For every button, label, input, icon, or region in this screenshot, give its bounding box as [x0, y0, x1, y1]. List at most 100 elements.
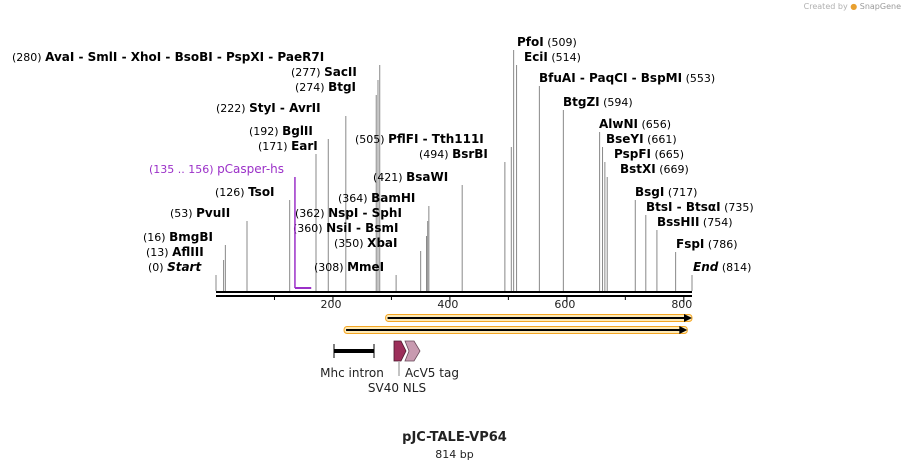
enzyme-bglii: BglII [282, 124, 313, 138]
site-bglii-label: (192) BglII [249, 124, 313, 138]
enzyme-xbai: XbaI [367, 236, 397, 250]
site-eari-label: (171) EarI [258, 139, 318, 153]
site-nspi-label: (362) NspI - SphI [295, 206, 402, 220]
enzyme-bfuai: BfuAI [539, 71, 576, 85]
site-alwni-label: AlwNI (656) [599, 117, 671, 131]
enzyme-tth111i: - Tth111I [418, 132, 483, 146]
site-xbai-position: (350) [334, 237, 367, 250]
enzyme-smli: - SmlI [74, 50, 117, 64]
enzyme-paqci: - PaqCI [576, 71, 628, 85]
site-bseyi-label: BseYI (661) [606, 132, 677, 146]
enzyme-tsoi: TsoI [248, 185, 274, 199]
site-bmgbi-label: (16) BmgBI [143, 230, 213, 244]
site-bstxi-position: (669) [656, 163, 689, 176]
enzyme-bsobi: - BsoBI [161, 50, 212, 64]
enzyme-xhoi: - XhoI [117, 50, 161, 64]
site-bstxi-label: BstXI (669) [620, 162, 689, 176]
enzyme-styi: StyI [249, 101, 276, 115]
site-sacii-position: (277) [291, 66, 324, 79]
enzyme-bamhi: BamHI [371, 191, 415, 205]
site-bseyi-position: (661) [644, 133, 677, 146]
enzyme-bspmi: - BspMI [627, 71, 682, 85]
tick-label: 600 [554, 298, 575, 311]
tick-label: 400 [437, 298, 458, 311]
enzyme-fspi: FspI [676, 237, 704, 251]
site-bsawi-position: (421) [373, 171, 406, 184]
enzyme-bts-i: - BtsαI [673, 200, 721, 214]
site-btgi-position: (274) [295, 81, 328, 94]
feature-acv5-tag-arrow [404, 340, 421, 362]
plasmid-map: 200 400 600 800 (280) AvaI - SmlI - XhoI - B… [12, 35, 754, 395]
site-avai-position: (280) [12, 51, 45, 64]
site-avai-label: (280) AvaI - SmlI - XhoI - BsoBI - PspXI… [12, 50, 324, 64]
site-bfuai-label: BfuAI - PaqCI - BspMI (553) [539, 71, 715, 85]
site-styi-position: (222) [216, 102, 249, 115]
site-ecii-position: (514) [548, 51, 581, 64]
site-start-label: (0) Start [148, 260, 202, 274]
tick-label: 200 [320, 298, 341, 311]
feature-sv40-nls-arrow [393, 340, 407, 362]
site-afliii-label: (13) AflIII [146, 245, 204, 259]
site-btgi-label: (274) BtgI [295, 80, 356, 94]
enzyme-pspxi: - PspXI [213, 50, 264, 64]
site-sacii-label: (277) SacII [291, 65, 357, 79]
site-btsi-label: BtsI - BtsαI (735) [646, 200, 754, 214]
enzyme-ecii: EciI [524, 50, 548, 64]
site-bsgi-label: BsgI (717) [635, 185, 697, 199]
enzyme-sacii: SacII [324, 65, 357, 79]
enzyme-btsi: BtsI [646, 200, 673, 214]
enzyme-avrii: - AvrII [276, 101, 321, 115]
enzyme-bseyi: BseYI [606, 132, 644, 146]
enzyme-alwni: AlwNI [599, 117, 638, 131]
site-end-position: (814) [718, 261, 751, 274]
feature-mhc-intron-label: Mhc intron [320, 366, 384, 380]
plasmid-length: 814 bp [435, 448, 474, 461]
site-eari-position: (171) [258, 140, 291, 153]
site-ecii-label: EciI (514) [524, 50, 581, 64]
site-afliii-position: (13) [146, 246, 172, 259]
site-bamhi-position: (364) [338, 192, 371, 205]
site-btgzi-position: (594) [600, 96, 633, 109]
site-pspfi-position: (665) [651, 148, 684, 161]
site-end-label: End (814) [693, 260, 751, 274]
site-nsii-label: (360) NsiI - BsmI [293, 221, 398, 235]
enzyme-avai: AvaI [45, 50, 74, 64]
enzyme-bmgbi: BmgBI [169, 230, 213, 244]
enzyme-mmei: MmeI [347, 260, 384, 274]
site-mmei-label: (308) MmeI [314, 260, 384, 274]
site-bsrbi-position: (494) [419, 148, 452, 161]
site-pflfi-label: (505) PflFI - Tth111I [355, 132, 484, 146]
site-pvuii-position: (53) [170, 207, 196, 220]
site-bsrbi-label: (494) BsrBI [419, 147, 488, 161]
orf-arrowhead [684, 314, 692, 322]
site-fspi-position: (786) [704, 238, 737, 251]
enzyme-start: Start [167, 260, 202, 274]
site-pfoi-label: PfoI (509) [517, 35, 577, 49]
enzyme-bsmi: - BsmI [352, 221, 399, 235]
feature-mhc-intron-bar [334, 349, 374, 353]
enzyme-sphi: - SphI [358, 206, 402, 220]
site-btsi-position: (735) [721, 201, 754, 214]
enzyme-pflfi: PflFI [388, 132, 418, 146]
enzyme-bsshii: BssHII [657, 215, 699, 229]
site-bamhi-label: (364) BamHI [338, 191, 415, 205]
site-bsshii-position: (754) [699, 216, 732, 229]
primer-name: pCasper-hs [217, 162, 284, 176]
site-pvuii-label: (53) PvuII [170, 206, 230, 220]
snapgene-credit: Created by ● SnapGene [804, 2, 901, 11]
enzyme-btgi: BtgI [328, 80, 356, 94]
site-bglii-position: (192) [249, 125, 282, 138]
primer-label: (135 .. 156) pCasper-hs [149, 162, 284, 176]
feature-acv5-tag-label: AcV5 tag [405, 366, 459, 380]
site-nsii-position: (360) [293, 222, 326, 235]
enzyme-bsawi: BsaWI [406, 170, 448, 184]
site-mmei-position: (308) [314, 261, 347, 274]
site-bsgi-position: (717) [664, 186, 697, 199]
tick-label: 800 [671, 298, 692, 311]
site-styi-label: (222) StyI - AvrII [216, 101, 321, 115]
enzyme-end: End [693, 260, 719, 274]
enzyme-bsrbi: BsrBI [452, 147, 488, 161]
primer-position: (135 .. 156) [149, 163, 217, 176]
site-bmgbi-position: (16) [143, 231, 169, 244]
enzyme-pspfi: PspFI [614, 147, 651, 161]
